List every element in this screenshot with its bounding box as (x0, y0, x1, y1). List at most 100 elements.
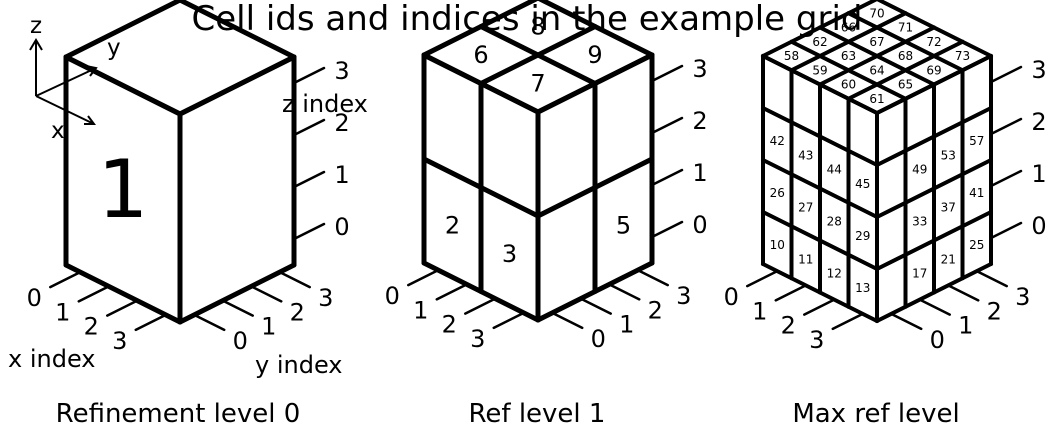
edge (761, 54, 879, 115)
axis-y-label: y (107, 35, 121, 61)
y-tick-label: 3 (318, 284, 333, 312)
y-tick-mark (193, 313, 226, 332)
edge (875, 158, 993, 219)
z-tick-label: 2 (1031, 108, 1046, 136)
cell-id: 63 (841, 49, 856, 63)
x-tick-mark (407, 268, 440, 287)
z-tick-label: 1 (692, 159, 707, 187)
x-tick-label: 0 (724, 283, 739, 311)
x-tick-mark (134, 313, 167, 332)
cell-id: 65 (898, 78, 913, 92)
cell-id: 44 (827, 163, 842, 177)
z-tick-mark (292, 118, 326, 137)
x-tick-label: 1 (413, 296, 428, 324)
z-tick-mark (650, 64, 684, 83)
y-tick-mark (947, 284, 980, 302)
z-tick-label: 0 (334, 213, 349, 241)
z-tick-mark (650, 220, 684, 239)
y-tick-mark (608, 283, 641, 301)
x-tick-label: 3 (809, 326, 824, 354)
cell-id: 41 (969, 186, 984, 200)
cell-id: 53 (941, 148, 956, 162)
cell-id: 17 (912, 267, 927, 281)
z-tick-label: 2 (692, 107, 707, 135)
z-tick-mark (292, 66, 326, 85)
cell-id: 58 (784, 49, 799, 63)
z-tick-label: 0 (692, 211, 707, 239)
y-tick-mark (918, 298, 951, 316)
cell-id: 73 (955, 49, 970, 63)
edge (177, 0, 297, 60)
edge (875, 0, 993, 58)
z-tick-mark (989, 169, 1023, 188)
x-tick-label: 0 (27, 284, 42, 312)
edge (761, 0, 879, 58)
y-tick-mark (278, 270, 311, 289)
x-tick-label: 2 (442, 311, 457, 339)
cell-id: 64 (869, 63, 884, 77)
y-index-label: y index (255, 351, 343, 379)
cell-id: 71 (898, 21, 913, 35)
cell-id: 13 (855, 281, 870, 295)
x-tick-label: 1 (752, 297, 767, 325)
y-tick-mark (975, 269, 1008, 288)
cell-id: 21 (941, 252, 956, 266)
x-tick-mark (106, 299, 139, 317)
edge (761, 158, 879, 219)
cell-id: 37 (941, 200, 956, 214)
edge (761, 106, 879, 167)
x-tick-label: 2 (781, 312, 796, 340)
z-tick-label: 3 (334, 57, 349, 85)
cell-id: 7 (530, 70, 545, 98)
x-tick-mark (492, 311, 525, 330)
cell-id: 8 (530, 13, 545, 41)
x-tick-mark (774, 284, 807, 302)
cell-id: 60 (841, 78, 856, 92)
edge (818, 25, 936, 87)
cell-id: 33 (912, 215, 927, 229)
z-tick-label: 1 (334, 161, 349, 189)
x-tick-label: 3 (470, 325, 485, 353)
y-tick-mark (890, 312, 923, 331)
cell-id: 42 (770, 134, 785, 148)
cell-id: 69 (926, 63, 941, 77)
y-tick-mark (250, 285, 283, 303)
y-tick-mark (579, 297, 612, 315)
y-tick-label: 0 (233, 327, 248, 355)
figure-title: Cell ids and indices in the example grid (192, 0, 863, 39)
cell-id: 57 (969, 134, 984, 148)
x-tick-mark (464, 297, 497, 315)
cell-id: 12 (827, 267, 842, 281)
cell-id: 10 (770, 238, 785, 252)
edge (875, 106, 993, 167)
y-tick-label: 3 (676, 282, 691, 310)
z-tick-mark (650, 116, 684, 135)
cell-id: 6 (473, 41, 488, 69)
cube-level2 (746, 0, 1023, 331)
cell-id: 26 (770, 186, 785, 200)
y-tick-label: 1 (958, 312, 973, 340)
axis-z-label: z (30, 13, 42, 39)
x-tick-label: 3 (112, 327, 127, 355)
edge (535, 156, 655, 219)
edge (478, 24, 598, 86)
axes-glyph (29, 38, 98, 125)
x-tick-mark (435, 283, 468, 301)
x-tick-label: 2 (84, 313, 99, 341)
cell-id: 45 (855, 177, 870, 191)
cube-level1 (407, 0, 684, 330)
edge (63, 0, 183, 60)
cell-id: 70 (869, 6, 884, 20)
cell-id: 59 (812, 63, 827, 77)
edge (789, 11, 908, 73)
z-tick-mark (650, 168, 684, 187)
edge (177, 54, 297, 117)
cube-level0 (49, 0, 326, 332)
y-tick-mark (551, 311, 584, 330)
z-tick-mark (292, 222, 326, 241)
cell-id: 3 (502, 240, 517, 268)
x-index-label: x index (8, 345, 96, 373)
edge (421, 156, 541, 219)
y-tick-mark (221, 299, 254, 317)
